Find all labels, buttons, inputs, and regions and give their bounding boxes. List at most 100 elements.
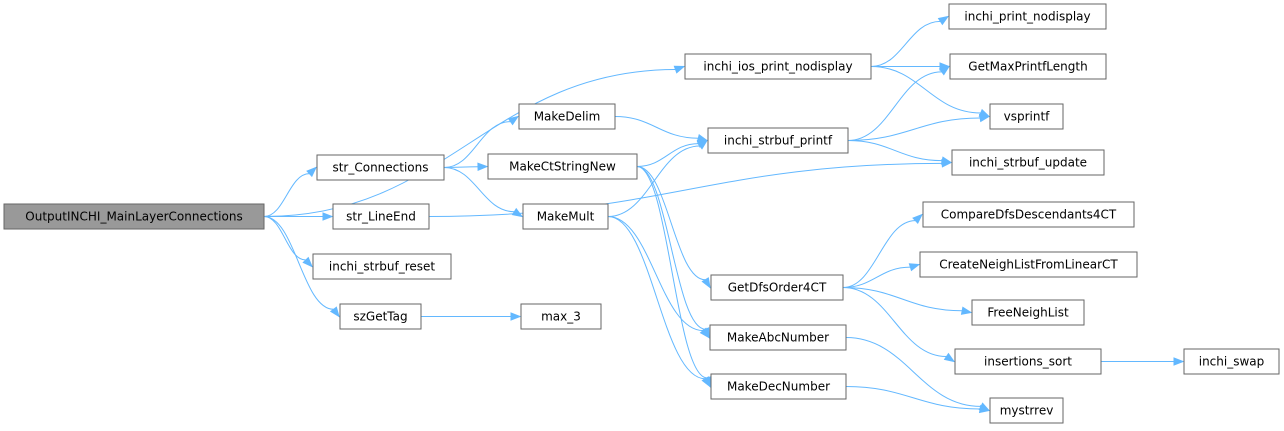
edge-line	[607, 145, 700, 217]
edge-line	[845, 386, 981, 410]
edge-line	[845, 337, 981, 407]
edge-root-to-str_lineend	[263, 212, 334, 221]
edge-line	[607, 216, 706, 380]
arrowhead	[302, 256, 313, 268]
node-label: vsprintf	[1004, 110, 1051, 124]
node-box	[948, 3, 1107, 30]
edge-inchi_strbuf_printf-to-inchi_strbuf_update	[847, 140, 953, 165]
node-label: str_LineEnd	[346, 210, 416, 224]
edge-line	[870, 66, 981, 114]
edge-makectstringnew-to-inchi_strbuf_printf	[636, 139, 709, 167]
edge-root-to-szgettag	[263, 216, 340, 318]
edge-line	[443, 121, 511, 168]
edge-makemult-to-inchi_strbuf_printf	[607, 139, 709, 217]
edge-makectstringnew-to-getdfsorder4ct	[636, 166, 711, 289]
node-mystrrev[interactable]: mystrrev	[989, 397, 1064, 424]
node-makedelim[interactable]: MakeDelim	[518, 103, 616, 130]
arrowhead	[673, 65, 686, 74]
node-vsprintf[interactable]: vsprintf	[989, 103, 1064, 130]
arrowhead	[701, 376, 711, 388]
node-str-lineend[interactable]: str_LineEnd	[332, 203, 430, 230]
node-box	[971, 299, 1085, 326]
node-makeabcnumber[interactable]: MakeAbcNumber	[709, 324, 847, 351]
node-label: mystrrev	[1000, 404, 1054, 418]
node-freeneighlist[interactable]: FreeNeighList	[971, 299, 1085, 326]
node-root[interactable]: OutputINCHI_MainLayerConnections	[3, 203, 265, 230]
edge-line	[842, 266, 911, 288]
edge-line	[614, 116, 699, 139]
edge-inchi_ios_print_nodisplay-to-inchi_print_nodisplay	[870, 15, 950, 67]
edge-line	[847, 117, 981, 141]
node-inchi-strbuf-printf[interactable]: inchi_strbuf_printf	[707, 127, 849, 154]
node-box	[707, 127, 849, 154]
node-box	[989, 103, 1064, 130]
edge-getdfsorder4ct-to-insertions_sort	[842, 287, 956, 363]
node-comparedfsdescendants4ct[interactable]: CompareDfsDescendants4CT	[922, 201, 1135, 228]
edge-line	[428, 162, 943, 217]
edge-line	[636, 166, 708, 379]
node-box	[339, 303, 422, 330]
node-inchi-strbuf-update[interactable]: inchi_strbuf_update	[951, 149, 1105, 176]
edge-root-to-inchi_ios_print_nodisplay	[263, 65, 686, 217]
edge-getdfsorder4ct-to-createneighlistfromlinearct	[842, 263, 921, 288]
arrowhead	[477, 162, 489, 171]
node-insertions-sort[interactable]: insertions_sort	[954, 348, 1102, 375]
node-makedecnumber[interactable]: MakeDecNumber	[710, 373, 847, 400]
node-makemult[interactable]: MakeMult	[522, 203, 609, 230]
edge-line	[870, 20, 941, 67]
node-str-connections[interactable]: str_Connections	[316, 154, 445, 181]
edge-line	[842, 287, 947, 358]
node-box	[951, 149, 1105, 176]
node-inchi-print-nodisplay[interactable]: inchi_print_nodisplay	[948, 3, 1107, 30]
edge-makemult-to-makedecnumber	[607, 216, 711, 388]
node-label: MakeDecNumber	[727, 380, 830, 394]
node-max-3[interactable]: max_3	[520, 303, 602, 330]
arrowhead	[978, 113, 991, 123]
edge-str_connections-to-makedelim	[443, 115, 520, 168]
node-inchi-strbuf-reset[interactable]: inchi_strbuf_reset	[312, 253, 452, 280]
edge-makedecnumber-to-mystrrev	[845, 386, 991, 414]
node-makectstringnew[interactable]: MakeCtStringNew	[487, 153, 638, 180]
node-label: MakeDelim	[534, 110, 601, 124]
node-getdfsorder4ct[interactable]: GetDfsOrder4CT	[710, 274, 844, 301]
edge-str_connections-to-makemult	[443, 167, 524, 218]
node-box	[710, 274, 844, 301]
edge-line	[847, 71, 942, 141]
node-box	[989, 397, 1064, 424]
node-label: OutputINCHI_MainLayerConnections	[25, 210, 242, 224]
node-label: max_3	[541, 310, 581, 324]
edge-line	[607, 216, 704, 332]
node-box	[709, 324, 847, 351]
node-createneighlistfromlinearct[interactable]: CreateNeighListFromLinearCT	[919, 251, 1138, 278]
edge-inchi_strbuf_printf-to-vsprintf	[847, 113, 991, 141]
node-inchi-swap[interactable]: inchi_swap	[1183, 348, 1280, 375]
arrowhead	[306, 166, 318, 178]
node-box	[312, 253, 452, 280]
node-box	[684, 53, 872, 80]
edge-makectstringnew-to-makedecnumber	[636, 166, 712, 388]
node-inchi-ios-print-nodisplay[interactable]: inchi_ios_print_nodisplay	[684, 53, 872, 80]
node-label: inchi_strbuf_reset	[329, 260, 436, 274]
node-box	[954, 348, 1102, 375]
node-label: MakeAbcNumber	[727, 331, 829, 345]
node-label: inchi_strbuf_update	[969, 156, 1087, 170]
node-label: GetDfsOrder4CT	[728, 281, 827, 295]
edge-root-to-inchi_strbuf_reset	[263, 216, 313, 268]
node-label: inchi_swap	[1199, 355, 1265, 369]
edge-makedelim-to-inchi_strbuf_printf	[614, 116, 709, 143]
arrowhead	[701, 277, 711, 289]
arrowhead	[940, 156, 953, 165]
node-box	[949, 53, 1107, 80]
node-getmaxprintflength[interactable]: GetMaxPrintfLength	[949, 53, 1107, 80]
node-box	[922, 201, 1135, 228]
node-box	[518, 103, 616, 130]
node-box	[1183, 348, 1280, 375]
arrowhead	[960, 306, 973, 315]
node-label: MakeCtStringNew	[509, 160, 616, 174]
node-box	[487, 153, 638, 180]
nodes-layer: OutputINCHI_MainLayerConnections str_Conn…	[3, 3, 1280, 424]
node-label: insertions_sort	[984, 355, 1072, 369]
node-szgettag[interactable]: szGetTag	[339, 303, 422, 330]
edge-inchi_strbuf_printf-to-getmaxprintflength	[847, 65, 951, 141]
